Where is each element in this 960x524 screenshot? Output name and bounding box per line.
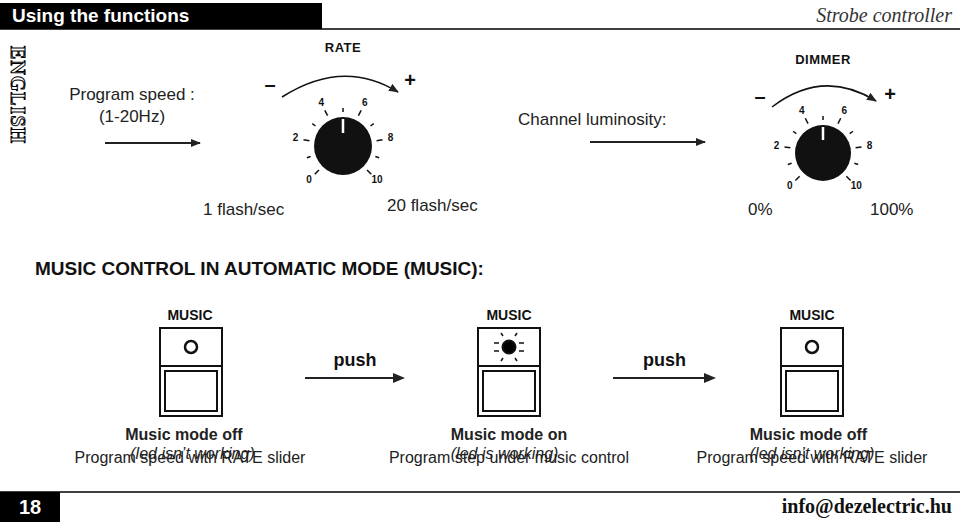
header-rule	[0, 28, 960, 30]
tick-mark	[788, 163, 792, 164]
button-label: MUSIC	[486, 307, 531, 324]
knob-arc	[772, 86, 876, 107]
knob-sign: –	[754, 84, 765, 108]
scale-number: 6	[362, 97, 368, 109]
function-label: Program speed :	[69, 85, 195, 105]
scale-number: 8	[388, 132, 394, 144]
music-button-state: MUSICMusic mode on(led is working)Progra…	[405, 305, 613, 420]
music-button-state: MUSICMusic mode off(led isn’t working)Pr…	[75, 305, 305, 420]
tick-mark	[850, 131, 853, 133]
tick-mark	[307, 157, 311, 158]
mode-name: Music mode off	[750, 425, 874, 444]
scale-number: 0	[306, 174, 312, 186]
tick-mark	[784, 146, 790, 148]
scale-number: 2	[774, 140, 780, 152]
tick-mark	[846, 176, 850, 180]
contact-email: info@dezelectric.hu	[782, 494, 952, 518]
tick-mark	[805, 118, 808, 123]
knob-pointer	[822, 127, 825, 140]
scale-number: 10	[371, 174, 382, 186]
tick-mark	[342, 108, 344, 112]
scale-number: 10	[851, 180, 862, 192]
tick-mark	[303, 139, 309, 141]
tick-mark	[377, 139, 383, 141]
language-tab: ENGLISH	[6, 46, 30, 144]
scale-end-label: 1 flash/sec	[203, 200, 284, 220]
tick-mark	[325, 110, 328, 115]
knob-sign: –	[264, 72, 275, 96]
tick-mark	[822, 116, 824, 120]
push-arrow	[305, 373, 405, 383]
knob-arc	[282, 76, 398, 97]
music-button	[478, 328, 540, 416]
page-number-box	[0, 492, 60, 522]
function-label: Channel luminosity:	[518, 110, 666, 130]
tick-mark	[795, 176, 799, 180]
knob-pointer	[342, 119, 345, 133]
knob-sign: +	[884, 82, 896, 106]
section-heading: MUSIC CONTROL IN AUTOMATIC MODE (MUSIC):	[35, 258, 484, 281]
pointer-arrow	[105, 142, 200, 144]
pointer-arrow	[590, 141, 705, 143]
knob-name: DIMMER	[795, 52, 851, 68]
tick-mark	[358, 110, 361, 115]
music-button	[160, 328, 222, 416]
rate-knob	[314, 117, 372, 175]
running-header: Strobe controller	[816, 3, 952, 27]
scale-number: 2	[293, 132, 299, 144]
tick-mark	[375, 157, 379, 158]
scale-end-label: 0%	[748, 200, 773, 220]
music-button	[781, 328, 843, 416]
page-number: 18	[19, 495, 41, 519]
dimmer-knob	[795, 125, 851, 181]
tick-mark	[367, 170, 371, 174]
button-label: MUSIC	[167, 307, 212, 324]
mode-description: Program step under music control	[389, 448, 629, 467]
tick-mark	[312, 124, 315, 126]
knob-sign: +	[404, 68, 416, 92]
mode-description: Program speed with RATE slider	[75, 448, 306, 467]
function-label: (1-20Hz)	[99, 107, 165, 127]
scale-number: 6	[842, 105, 848, 117]
tick-mark	[838, 118, 841, 123]
tick-mark	[856, 146, 862, 148]
button-label: MUSIC	[789, 307, 834, 324]
tick-mark	[315, 170, 319, 174]
scale-end-label: 100%	[870, 200, 913, 220]
edge-label: push	[332, 350, 379, 372]
header-bar	[0, 3, 322, 29]
scale-end-label: 20 flash/sec	[387, 196, 478, 216]
page-title: Using the functions	[12, 5, 189, 28]
edge-label: push	[641, 350, 688, 372]
push-arrow	[613, 373, 716, 383]
mode-description: Program speed with RATE slider	[697, 448, 928, 467]
scale-number: 0	[787, 180, 793, 192]
tick-mark	[371, 124, 374, 126]
knob-ticks	[303, 108, 861, 181]
tick-mark	[854, 163, 858, 164]
scale-number: 4	[799, 105, 805, 117]
footer-rule	[0, 491, 960, 493]
knob-name: RATE	[325, 40, 361, 56]
scale-number: 4	[318, 97, 324, 109]
scale-number: 8	[867, 140, 873, 152]
music-button-state: MUSICMusic mode off(led isn’t working)Pr…	[716, 305, 908, 420]
mode-name: Music mode on	[451, 425, 567, 444]
mode-name: Music mode off	[125, 425, 254, 444]
tick-mark	[793, 131, 796, 133]
